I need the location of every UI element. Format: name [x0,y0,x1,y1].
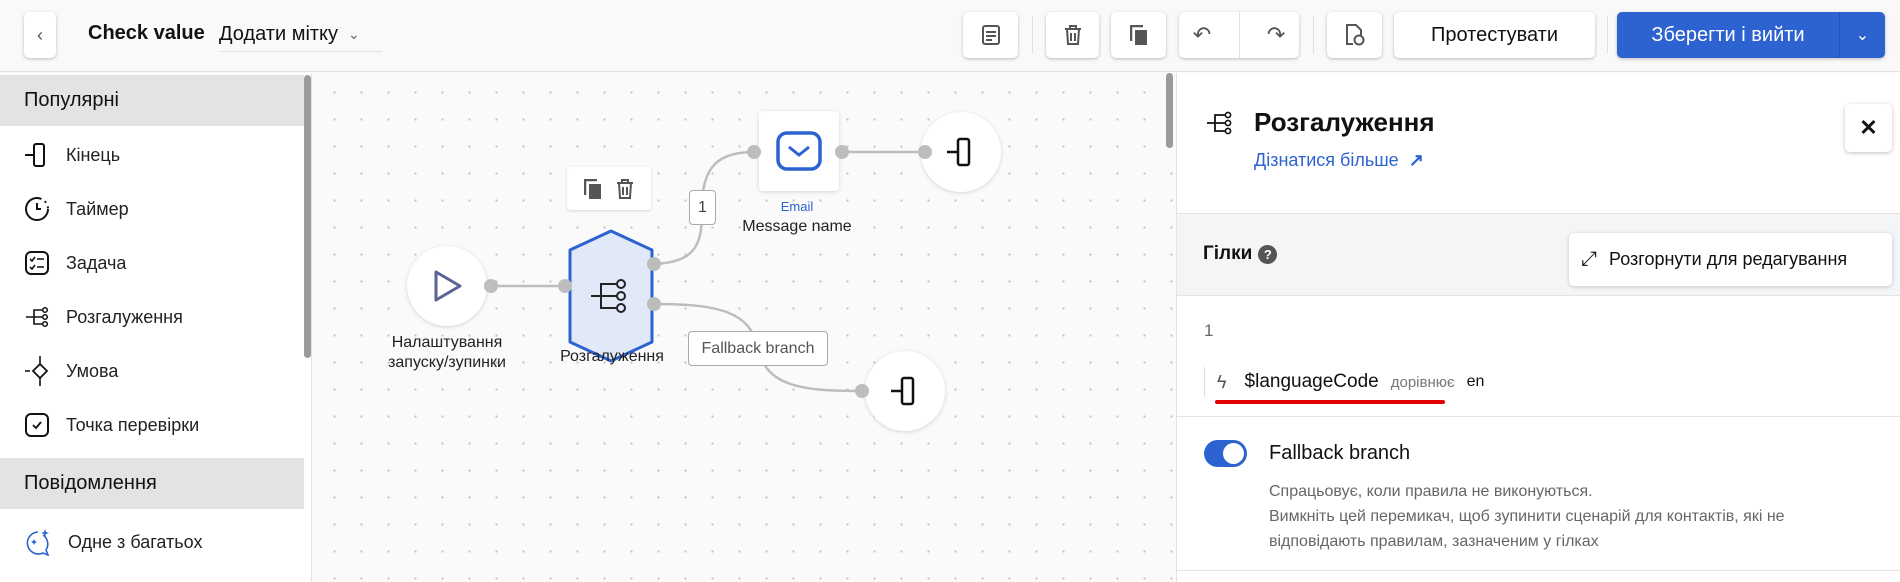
end-node-2-input-handle[interactable] [855,384,869,398]
branch-node-label: Розгалуження [560,348,664,365]
end-icon [25,143,45,167]
trash-icon [1064,25,1081,45]
copy-button[interactable] [1111,12,1166,58]
note-icon [981,25,1000,45]
help-icon[interactable]: ? [1258,244,1278,264]
tag-dropdown-label: Додати мітку [219,23,339,45]
canvas-scrollbar[interactable] [1166,73,1173,148]
checkpoint-icon [25,413,49,437]
copy-icon[interactable] [584,178,602,199]
notes-button[interactable] [963,12,1018,58]
palette-item-timer[interactable]: Таймер [0,184,304,234]
trash-icon[interactable] [616,178,634,200]
fallback-description: Спрацьовує, коли правила не виконуються.… [1269,483,1785,550]
end-icon [947,137,971,167]
test-button[interactable]: Протестувати [1394,12,1595,58]
condition-operator: дорівнює [1390,373,1455,391]
section-popular: Популярні [0,75,304,126]
palette-item-condition[interactable]: Умова [0,346,304,396]
end-node-1-input-handle[interactable] [918,145,932,159]
branch-icon [1207,111,1232,135]
palette-item-branch[interactable]: Розгалуження [0,292,304,342]
tag-dropdown[interactable]: Додати мітку ⌄ [219,18,382,52]
node-palette: Популярні Кінець Таймер Задача Розгалуже… [0,73,312,582]
redo-icon[interactable]: ↷ [1266,22,1286,47]
undo-icon[interactable]: ↶ [1192,22,1212,47]
edge-label-branch-1[interactable]: 1 [689,190,716,225]
back-button[interactable]: ‹ [24,12,56,58]
delete-button[interactable] [1046,12,1099,58]
branch-number: 1 [1204,321,1214,340]
palette-item-checkpoint[interactable]: Точка перевірки [0,400,304,450]
document-restore-icon [1345,24,1364,46]
section-messages: Повідомлення [0,458,304,509]
email-node-type: Email [780,199,814,214]
branch-input-handle[interactable] [558,279,572,293]
end-icon [891,376,915,406]
email-node[interactable] [759,111,839,191]
scenario-title: Check value [88,22,205,44]
palette-item-one-of-many[interactable]: Одне з багатьох [0,517,304,567]
sparkle-chat-icon [26,529,50,556]
close-panel-button[interactable]: ✕ [1845,104,1892,152]
expand-icon: ⤢ [1581,248,1597,270]
palette-item-end[interactable]: Кінець [0,130,304,180]
email-output-handle[interactable] [835,145,849,159]
play-icon [434,270,462,302]
email-node-name: Message name [742,218,852,235]
start-node[interactable] [407,246,487,326]
branch-output-handle-1[interactable] [647,257,661,271]
copy-icon [1129,25,1147,45]
fallback-title: Fallback branch [1269,442,1411,464]
branch-icon [591,279,626,313]
save-and-exit-button[interactable]: Зберегти і вийти ⌄ [1617,12,1885,58]
condition-value: en [1466,373,1485,390]
end-node-2[interactable] [865,351,945,431]
condition-variable: $languageCode [1244,371,1379,392]
condition-icon [25,356,49,386]
panel-title: Розгалуження [1254,107,1435,137]
node-toolbar [567,167,651,210]
envelope-icon [776,131,822,171]
close-icon: ✕ [1859,115,1878,140]
branch-icon [26,306,49,328]
branches-header: Гілки? ⤢Розгорнути для редагування [1177,213,1900,296]
restore-version-button[interactable] [1327,12,1382,58]
branches-title: Гілки [1203,243,1253,264]
edge-label-fallback[interactable]: Fallback branch [688,331,828,366]
top-bar: ‹ Check value Додати мітку ⌄ ↶ ↷ Протесту… [0,0,1900,72]
chevron-down-icon: ⌄ [348,26,360,42]
chevron-left-icon: ‹ [37,24,43,45]
chevron-down-icon[interactable]: ⌄ [1855,27,1870,44]
end-node-1[interactable] [921,112,1001,192]
fallback-toggle[interactable] [1204,440,1247,467]
branch-condition[interactable]: ϟ $languageCode дорівнює en [1204,367,1484,397]
node-settings-panel: Розгалуження Дізнатися більше↗ ✕ Гілки? … [1176,73,1900,582]
highlight-underline [1215,400,1445,404]
timer-icon [25,197,49,221]
save-label: Зберегти і вийти [1651,23,1805,46]
learn-more-link[interactable]: Дізнатися більше↗ [1254,150,1424,170]
email-input-handle[interactable] [747,145,761,159]
arrow-up-right-icon: ↗ [1408,150,1424,170]
edges-layer [491,150,925,393]
expand-for-editing-button[interactable]: ⤢Розгорнути для редагування [1569,233,1892,286]
start-output-handle[interactable] [484,279,498,293]
branch-output-handle-fallback[interactable] [647,297,661,311]
task-icon [25,251,49,275]
undo-redo-group: ↶ ↷ [1179,12,1299,58]
palette-item-task[interactable]: Задача [0,238,304,288]
lightning-icon: ϟ [1217,371,1227,392]
sidebar-scrollbar[interactable] [304,75,311,358]
branch-node[interactable] [566,228,656,364]
